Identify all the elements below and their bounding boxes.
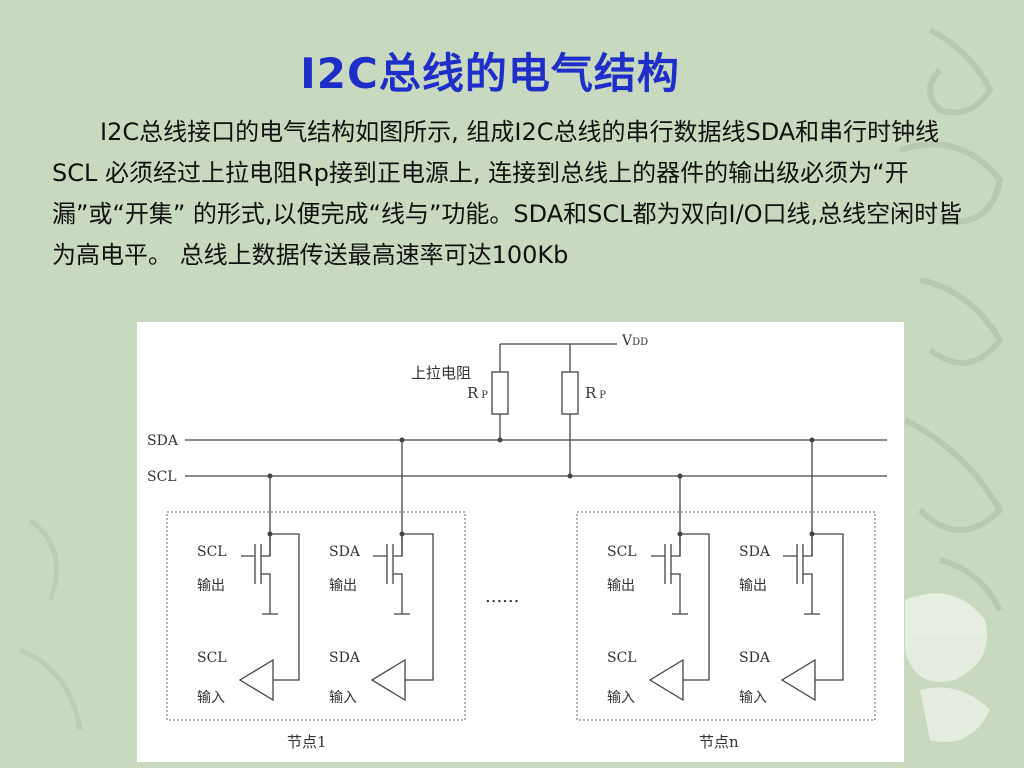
node1-in-sda-label: SDA [329, 650, 361, 666]
nodes-ellipsis: ...... [485, 586, 519, 607]
noden-in-scl-label: SCL [607, 650, 637, 666]
node-n [576, 437, 876, 721]
node-1-box [166, 511, 466, 721]
noden-label: 节点n [699, 733, 739, 751]
slide-title: I2C总线的电气结构 [300, 49, 680, 98]
noden-in-scl-sub: 输入 [607, 690, 635, 706]
noden-out-scl-label: SCL [607, 544, 637, 560]
node1-in-sda-sub: 输入 [329, 690, 357, 706]
rp2-resistor [561, 371, 579, 415]
node1-in-scl-label: SCL [197, 650, 227, 666]
noden-in-sda-label: SDA [739, 650, 771, 666]
node1-in-scl-sub: 输入 [197, 690, 225, 706]
node1-out-scl-sub: 输出 [197, 578, 225, 594]
noden-out-sda-sub: 输出 [739, 578, 767, 594]
scl-junction-dot [567, 473, 573, 479]
noden-out-scl-sub: 输出 [607, 578, 635, 594]
rp1-resistor [491, 371, 509, 415]
node1-out-sda-label: SDA [329, 544, 361, 560]
pullup-label: 上拉电阻 [411, 364, 471, 382]
body-text: I2C总线接口的电气结构如图所示, 组成I2C总线的串行数据线SDA和串行时钟线… [52, 112, 982, 276]
sda-junction-dot [497, 437, 503, 443]
sda-bus-label: SDA [147, 433, 179, 449]
node1-out-scl-label: SCL [197, 544, 227, 560]
scl-bus-label: SCL [147, 469, 177, 485]
vdd-label: VDD [621, 333, 648, 349]
node-n-box [576, 511, 876, 721]
body-paragraph: I2C总线接口的电气结构如图所示, 组成I2C总线的串行数据线SDA和串行时钟线… [52, 118, 963, 269]
node1-label: 节点1 [287, 733, 327, 751]
noden-out-sda-label: SDA [739, 544, 771, 560]
node1-out-sda-sub: 输出 [329, 578, 357, 594]
node-1 [166, 437, 466, 721]
noden-in-sda-sub: 输入 [739, 690, 767, 706]
